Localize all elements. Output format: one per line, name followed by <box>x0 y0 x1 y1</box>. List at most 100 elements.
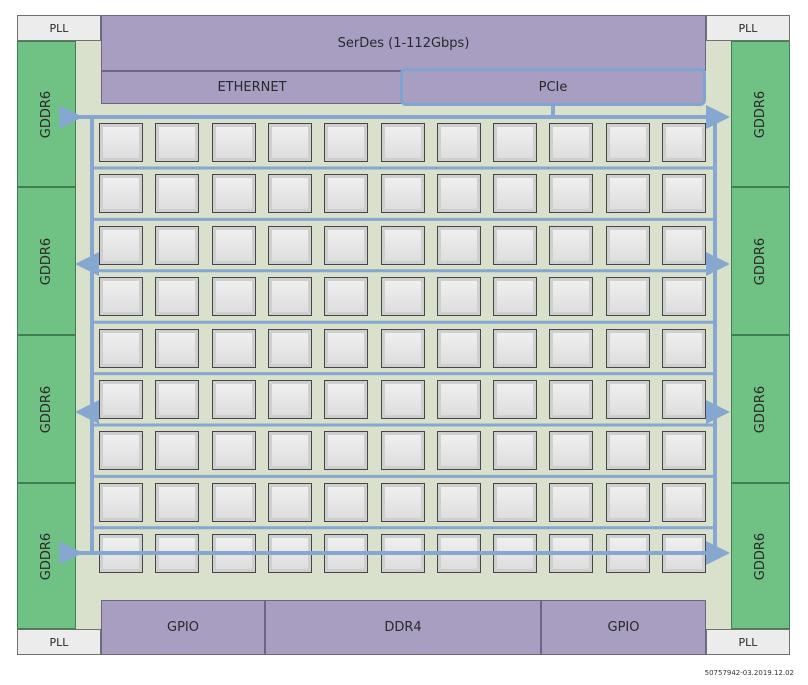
compute-tile <box>324 174 369 214</box>
serdes-block: SerDes (1-112Gbps) <box>101 15 706 71</box>
compute-tile <box>155 380 200 419</box>
compute-tile <box>662 431 706 471</box>
compute-tile <box>267 277 312 317</box>
compute-tile <box>267 482 312 522</box>
compute-tile <box>549 380 594 419</box>
gpio-block-right: GPIO <box>541 600 706 655</box>
compute-tile <box>155 328 200 368</box>
compute-tile <box>662 225 706 265</box>
compute-tile <box>99 225 143 265</box>
compute-tile <box>211 225 256 265</box>
compute-tile <box>436 380 481 419</box>
pll-top-left: PLL <box>17 15 101 41</box>
compute-tile <box>436 123 481 162</box>
compute-tile <box>493 431 538 471</box>
compute-tile <box>324 225 369 265</box>
compute-tile <box>605 482 650 522</box>
compute-tile <box>211 380 256 419</box>
compute-tile <box>493 174 538 214</box>
compute-tile <box>662 277 706 317</box>
compute-tile <box>380 431 425 471</box>
pcie-block: PCIe <box>400 68 706 106</box>
compute-tile <box>549 225 594 265</box>
compute-tile <box>605 380 650 419</box>
compute-tile <box>324 482 369 522</box>
compute-tile <box>605 174 650 214</box>
gddr6-left-3: GDDR6 <box>17 335 76 483</box>
compute-tile <box>493 277 538 317</box>
compute-tile <box>436 328 481 368</box>
compute-tile <box>605 277 650 317</box>
compute-tile <box>155 482 200 522</box>
compute-tile <box>662 380 706 419</box>
compute-tile <box>155 225 200 265</box>
pll-top-right: PLL <box>706 15 790 41</box>
compute-tile <box>324 328 369 368</box>
ddr4-block: DDR4 <box>265 600 541 655</box>
compute-tile <box>493 225 538 265</box>
gddr6-right-4: GDDR6 <box>731 483 790 629</box>
compute-tile <box>211 482 256 522</box>
pll-bottom-right: PLL <box>706 629 790 655</box>
compute-tile <box>155 277 200 317</box>
compute-tile <box>605 431 650 471</box>
compute-tile <box>155 174 200 214</box>
compute-tile <box>549 328 594 368</box>
gddr6-right-3: GDDR6 <box>731 335 790 483</box>
gddr6-right-1: GDDR6 <box>731 41 790 187</box>
compute-tile <box>493 328 538 368</box>
compute-tile <box>605 225 650 265</box>
compute-tile <box>99 174 143 214</box>
compute-tile <box>267 328 312 368</box>
compute-tile <box>211 277 256 317</box>
gddr6-left-2: GDDR6 <box>17 187 76 335</box>
compute-tile <box>662 482 706 522</box>
compute-tile <box>99 277 143 317</box>
compute-tile <box>605 328 650 368</box>
figure-id: 50757942-03.2019.12.02 <box>704 669 794 677</box>
compute-tile <box>549 431 594 471</box>
compute-tile <box>324 431 369 471</box>
ethernet-block: ETHERNET <box>101 71 403 104</box>
compute-tile <box>549 277 594 317</box>
compute-tile <box>324 277 369 317</box>
gddr6-right-2: GDDR6 <box>731 187 790 335</box>
compute-tile <box>436 431 481 471</box>
compute-tile <box>267 380 312 419</box>
compute-tile <box>605 123 650 162</box>
compute-tile <box>662 328 706 368</box>
gpio-block-left: GPIO <box>101 600 265 655</box>
compute-tile <box>380 380 425 419</box>
compute-tile <box>380 482 425 522</box>
compute-tile <box>380 277 425 317</box>
compute-tile <box>549 482 594 522</box>
compute-tile <box>99 482 143 522</box>
compute-tile <box>436 174 481 214</box>
compute-tile <box>211 174 256 214</box>
compute-tile <box>493 482 538 522</box>
compute-tile <box>267 225 312 265</box>
compute-tile <box>99 431 143 471</box>
compute-tile <box>493 380 538 419</box>
compute-tile <box>99 328 143 368</box>
compute-tile <box>267 174 312 214</box>
compute-tile <box>662 174 706 214</box>
compute-tile <box>380 328 425 368</box>
compute-tile <box>549 123 594 162</box>
compute-tile <box>324 380 369 419</box>
compute-tile <box>267 431 312 471</box>
compute-tile <box>549 174 594 214</box>
compute-tile <box>99 380 143 419</box>
compute-tile <box>662 123 706 162</box>
pll-bottom-left: PLL <box>17 629 101 655</box>
compute-tile <box>380 123 425 162</box>
compute-tile <box>380 174 425 214</box>
compute-tile <box>436 277 481 317</box>
compute-tile <box>155 431 200 471</box>
compute-tile <box>211 328 256 368</box>
compute-tile <box>436 482 481 522</box>
compute-tile <box>211 431 256 471</box>
compute-tile <box>380 225 425 265</box>
compute-tile <box>436 225 481 265</box>
